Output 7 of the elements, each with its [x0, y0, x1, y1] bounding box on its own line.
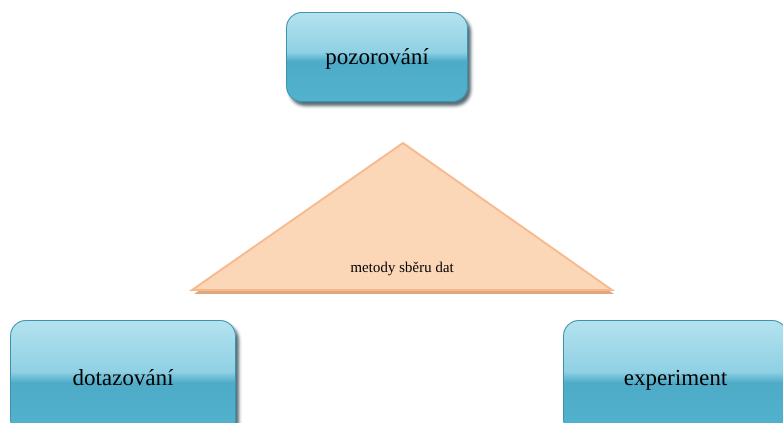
method-box	[563, 320, 783, 423]
box-label: pozorování	[325, 44, 429, 70]
triangle-label: metody sběru dat	[349, 260, 455, 277]
method-box	[286, 12, 468, 102]
box-label: dotazování	[72, 364, 174, 390]
box-label: experiment	[624, 364, 728, 390]
method-box	[10, 320, 236, 423]
